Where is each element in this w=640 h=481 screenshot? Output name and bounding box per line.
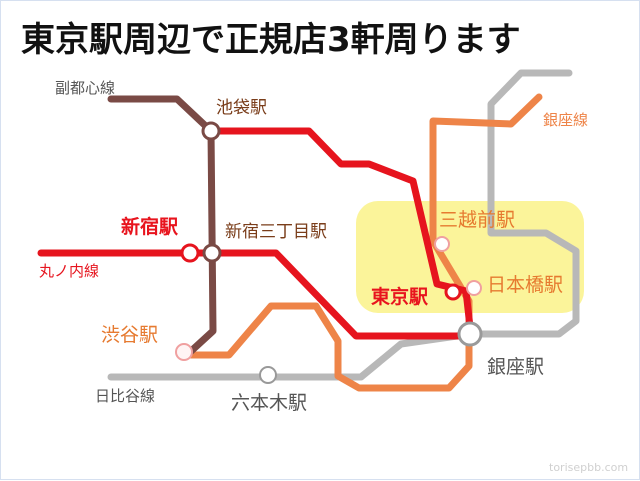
station-label-ikebukuro: 池袋駅 (216, 98, 267, 118)
station-circle-icon (259, 366, 277, 384)
station-label-shinjuku: 新宿駅 (121, 215, 179, 238)
hibiya-line (107, 69, 580, 381)
transfer-circle-icon (457, 321, 483, 347)
line-label-hibiya: 日比谷線 (95, 387, 155, 405)
station-label-shibuya: 渋谷駅 (101, 324, 158, 346)
station-circle-icon (180, 243, 200, 263)
station-circle-icon (466, 280, 482, 296)
line-label-marunouchi: 丸ノ内線 (39, 262, 99, 280)
highlight-area (356, 201, 584, 313)
station-label-shinjuku-sanchome: 新宿三丁目駅 (225, 222, 327, 242)
page-title: 東京駅周辺で正規店3軒周ります (21, 20, 521, 60)
station-label-ginza: 銀座駅 (487, 356, 544, 378)
marunouchi-line (37, 127, 475, 340)
station-label-tokyo: 東京駅 (371, 285, 429, 308)
station-label-roppongi: 六本木駅 (231, 392, 307, 414)
station-circle-icon (201, 121, 221, 141)
station-label-mitsukoshimae: 三越前駅 (439, 209, 515, 231)
station-circle-icon (202, 243, 222, 263)
station-circle-icon (434, 236, 450, 252)
line-label-fukutoshin: 副都心線 (55, 79, 115, 97)
station-label-nihonbashi: 日本橋駅 (487, 274, 563, 296)
watermark: torisepbb.com (549, 461, 628, 474)
station-circle-icon (444, 283, 462, 301)
line-label-ginza: 銀座線 (543, 111, 588, 129)
station-circle-icon (175, 343, 193, 361)
ginza-line (187, 93, 543, 392)
